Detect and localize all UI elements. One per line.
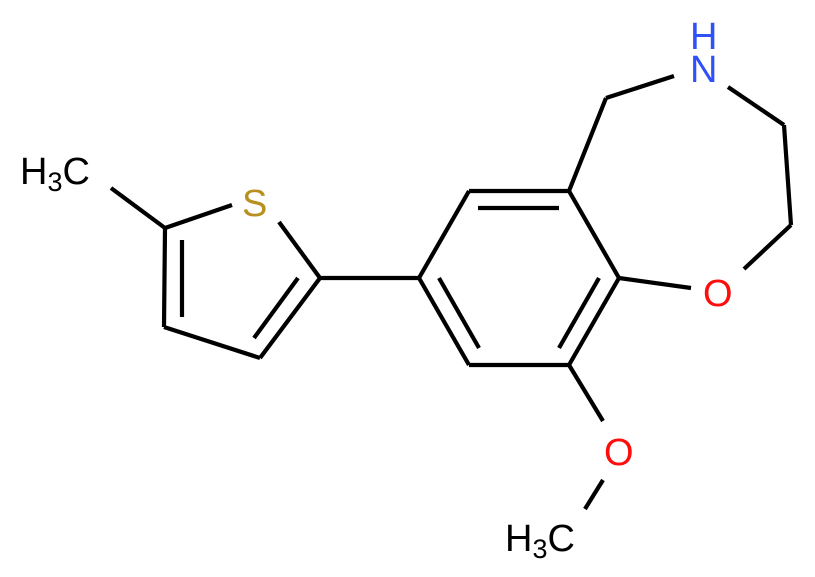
bond-c9a-c9 [567, 276, 621, 367]
label-methoxy-oxygen: O [604, 432, 634, 474]
bonds [109, 74, 794, 511]
bond-c2-o1 [742, 223, 793, 271]
label-amine-n: N [690, 49, 717, 91]
bond-s-c2 [277, 220, 322, 280]
bond-c8-c7 [417, 276, 471, 367]
bond-c4-c5 [161, 227, 168, 328]
bond-c8-c7-inner [437, 276, 481, 350]
bond-n-c3 [726, 85, 786, 127]
label-amine-h: H [690, 16, 717, 58]
label-sulfur: S [242, 183, 267, 225]
bond-c3-c2 [781, 124, 794, 226]
bond-o-methyl [583, 478, 605, 511]
bond-c5a-c5 [567, 97, 608, 192]
bond-c7-c6 [417, 189, 471, 280]
atom-labels: H3C S H N O O H3C [20, 16, 733, 564]
bond-c9-o [567, 363, 605, 423]
label-ring-oxygen: O [703, 273, 733, 315]
label-methyl-left: H3C [20, 151, 90, 197]
label-methyl-bottom: H3C [505, 518, 575, 564]
bond-c5a-c9a [567, 189, 621, 280]
bond-c5-s [164, 203, 233, 230]
bond-c2-c3-inner [252, 276, 300, 340]
bond-c9a-c9-inner [557, 276, 601, 350]
bond-c5-n [605, 74, 675, 100]
bond-c2-c3 [258, 276, 322, 360]
bond-c3-c4 [163, 325, 261, 360]
bond-o1-c9a [618, 275, 692, 291]
bond-methyl-c5 [109, 186, 167, 230]
